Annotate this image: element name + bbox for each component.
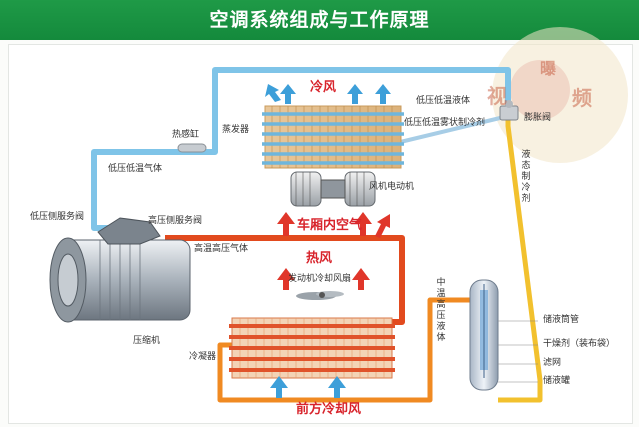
watermark-circle <box>492 27 628 163</box>
receiver-tube-label: 储液筒管 <box>543 315 580 325</box>
evaporator-inlet-pipe <box>391 116 501 146</box>
hot-air-arrows <box>277 268 370 290</box>
expansion-valve-label: 膨胀阀 <box>524 113 552 123</box>
low-pressure-mist-label: 低压低温雾状制冷剂 <box>404 118 486 128</box>
thermal-bulb <box>177 143 207 153</box>
front-cooling-air-label: 前方冷却风 <box>296 402 362 417</box>
thermal-bulb-label: 热感缸 <box>172 130 200 140</box>
watermark-char-2: 频 <box>572 86 592 110</box>
front-cooling-arrows <box>270 376 346 398</box>
receiver-leader-lines <box>498 320 538 383</box>
high-pressure-gas-pipe <box>165 235 405 325</box>
condenser-coil <box>229 317 395 379</box>
desiccant-label: 干燥剂（装布袋） <box>543 339 616 349</box>
receiver-drier-tank <box>469 279 499 391</box>
watermark-inner <box>510 60 570 120</box>
title-bar: 空调系统组成与工作原理 <box>0 0 639 40</box>
compressor-label: 压缩机 <box>133 336 161 346</box>
fan-motor-label: 风机电动机 <box>369 182 415 192</box>
low-pressure-gas-label: 低压低温气体 <box>108 164 163 174</box>
evaporator-coil <box>262 105 404 169</box>
cold-air-arrows <box>265 84 391 104</box>
expansion-valve <box>499 100 519 121</box>
engine-fan-label: 发动机冷却风扇 <box>288 274 352 284</box>
hot-air-label: 热风 <box>306 251 333 266</box>
engine-cooling-fan <box>296 291 344 300</box>
page-title: 空调系统组成与工作原理 <box>209 9 430 31</box>
compressor <box>49 217 191 323</box>
condenser-outlet-pipe <box>217 297 470 403</box>
blower-fan-motor <box>290 171 376 207</box>
cabin-air-arrows <box>277 212 390 238</box>
watermark-char-1: 视 <box>487 84 507 108</box>
filter-label: 滤网 <box>543 358 562 368</box>
low-pressure-top-pipe <box>212 67 511 112</box>
cold-air-label: 冷风 <box>310 80 337 95</box>
low-pressure-liquid-label: 低压低温液体 <box>416 96 471 106</box>
liquid-line-pipe <box>498 112 543 403</box>
low-pressure-side-valve-label: 低压侧服务阀 <box>30 212 85 222</box>
high-pressure-gas-label: 高温高压气体 <box>194 244 249 254</box>
receiver-tank-label: 储液罐 <box>543 376 571 386</box>
mid-temp-liquid-label: 中温高压液体 <box>436 278 446 343</box>
high-pressure-side-valve-label: 高压侧服务阀 <box>148 216 203 226</box>
condenser-label: 冷凝器 <box>189 352 217 362</box>
watermark-char-3: 曝 <box>540 59 557 78</box>
low-pressure-suction-pipe <box>91 98 218 231</box>
cabin-air-label: 车厢内空气 <box>297 218 363 233</box>
liquid-refrigerant-label: 液态制冷剂 <box>521 150 531 204</box>
evaporator-label: 蒸发器 <box>222 125 250 135</box>
